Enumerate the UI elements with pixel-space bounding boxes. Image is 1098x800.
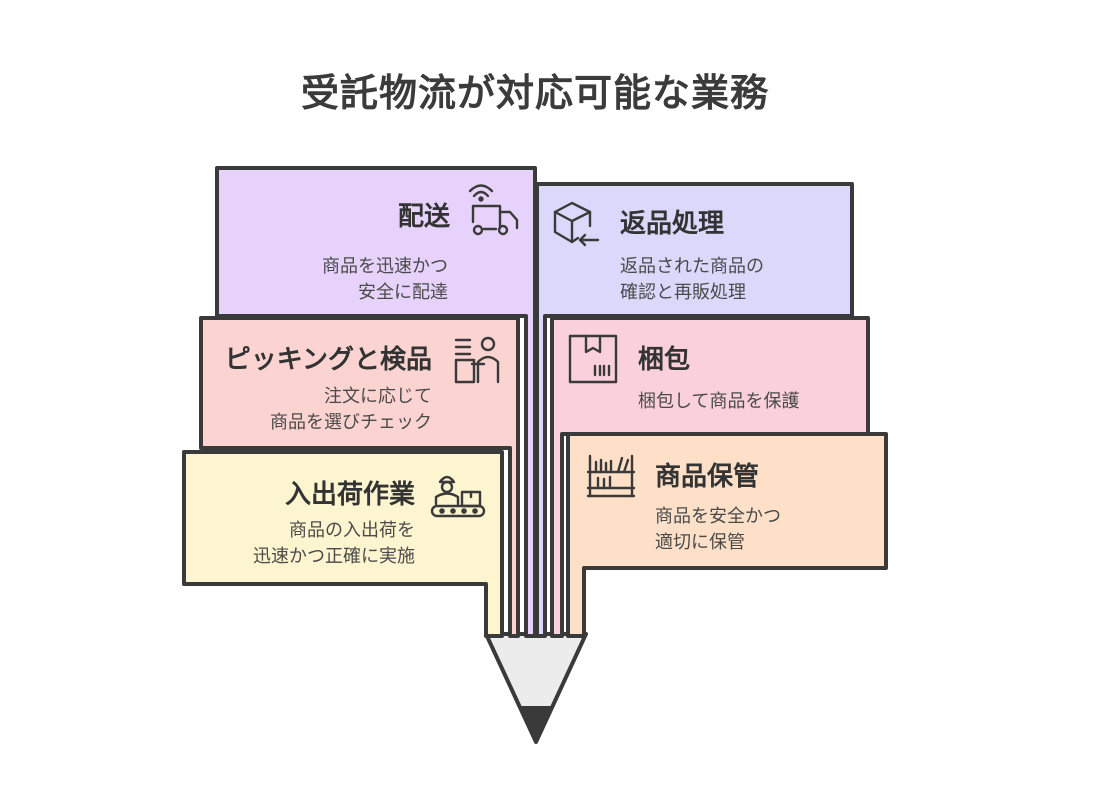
card-desc-returns: 返品された商品の 確認と再販処理 (620, 256, 764, 303)
inspection-worker-icon (454, 336, 500, 384)
card-title-picking: ピッキングと検品 (224, 345, 432, 375)
card-title-storage: 商品保管 (655, 462, 760, 492)
card-title-delivery: 配送 (397, 202, 450, 232)
package-box-icon (568, 334, 618, 384)
card-desc-picking: 注文に応じて 商品を選びチェック (270, 386, 432, 433)
card-desc-inout: 商品の入出荷を 迅速かつ正確に実施 (253, 520, 415, 567)
card-picking (199, 316, 520, 638)
return-box-icon (553, 201, 600, 247)
card-inout (182, 450, 504, 638)
storage-shelf-icon (586, 454, 636, 498)
card-title-inout: 入出荷作業 (284, 480, 415, 510)
page-title: 受託物流が対応可能な業務 (300, 71, 769, 115)
card-desc-storage: 商品を安全かつ 適切に保管 (655, 506, 781, 553)
card-desc-delivery: 商品を迅速かつ 安全に配達 (322, 256, 448, 303)
delivery-truck-icon (468, 184, 519, 236)
pencil-tip (484, 632, 588, 744)
card-desc-packing: 梱包して商品を保護 (638, 391, 800, 412)
card-packing (550, 316, 870, 638)
card-storage (566, 432, 888, 638)
card-returns (535, 182, 854, 638)
card-title-packing: 梱包 (638, 345, 691, 375)
card-title-returns: 返品処理 (620, 209, 725, 239)
conveyor-worker-icon (430, 475, 486, 518)
